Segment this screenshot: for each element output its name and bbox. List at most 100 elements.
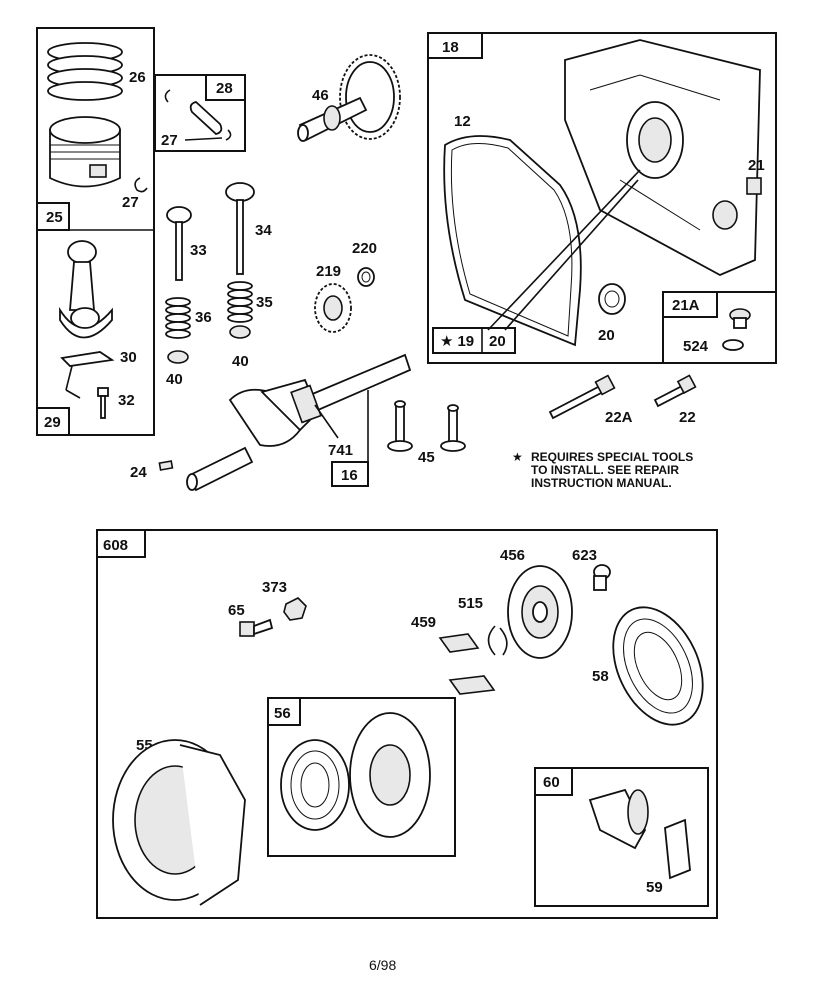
box-21a-label: 21A [672,297,700,314]
spring-58 [612,606,704,726]
label-22a: 22A [605,409,633,426]
box-18-label: 18 [442,39,459,56]
pulley-56 [349,712,431,838]
label-27-a: 27 [161,132,178,149]
breather-plug-21a [729,308,751,329]
label-58: 58 [592,668,609,685]
valve-spring-35 [227,281,253,323]
pin-clip-a [164,89,171,103]
box-28: 28 27 [154,74,246,152]
label-219: 219 [316,263,341,280]
crankshaft [186,353,412,492]
oil-seal-20 [598,283,626,315]
plug-21 [746,177,762,195]
label-46: 46 [312,87,329,104]
bolt-22 [653,374,697,408]
pin-clip-b [225,129,232,141]
label-65: 65 [228,602,245,619]
dogs-459 [438,633,496,695]
crankcase-box: 18 [427,32,777,364]
special-tools-note: ★ REQUIRES SPECIAL TOOLS TO INSTALL. SEE… [512,450,693,490]
page-date-footer: 6/98 [369,957,396,973]
label-21: 21 [748,157,765,174]
box-16-label: 16 [341,467,358,484]
box-19-label: ★19 [440,333,474,350]
label-32: 32 [118,392,135,409]
screw-623 [593,564,611,591]
governor-gear-219 [314,283,352,333]
label-30: 30 [120,349,137,366]
valve-33 [166,206,192,281]
rod-bolt [97,387,109,419]
piston [49,116,121,188]
box-19-20: ★19 20 [432,327,516,354]
rod-bolt-lock [60,351,115,399]
box-28-label: 28 [216,80,233,97]
label-26: 26 [129,69,146,86]
note-line-2: TO INSTALL. SEE REPAIR [531,463,679,477]
label-220: 220 [352,240,377,257]
piston-group-box: 25 29 [36,27,155,436]
box-60: 60 59 [534,767,709,907]
label-35: 35 [256,294,273,311]
box-29-tag [36,407,70,436]
box-19-star: ★ [440,333,453,350]
handle-insert-59 [664,818,691,880]
connecting-rod [59,240,113,339]
handle-60 [588,788,649,850]
label-524: 524 [683,338,709,355]
box-25-tag [36,202,70,231]
piston-rings [47,42,123,101]
rewind-spring-56 [280,739,350,831]
crankcase-cover [564,39,761,276]
label-623: 623 [572,547,597,564]
retainer-40-b [229,325,251,339]
pulley-cam-456 [507,565,573,659]
label-20: 20 [598,327,615,344]
starter-housing-55 [112,739,246,906]
label-34: 34 [255,222,272,239]
nut-373 [283,597,307,621]
piston-pin-clip [134,177,148,193]
piston-pin [189,101,223,135]
label-45: 45 [418,449,435,466]
washer-220 [357,267,375,287]
label-40-a: 40 [166,371,183,388]
valve-34 [225,182,255,275]
label-456: 456 [500,547,525,564]
gasket-12 [443,135,582,347]
label-27-b: 27 [122,194,139,211]
screw-65 [239,618,274,637]
starter-box: 608 [96,529,718,919]
label-40-b: 40 [232,353,249,370]
box-60-label: 60 [543,774,560,791]
box-56: 56 [267,697,456,857]
tappet-45-b [440,404,466,452]
washer-524 [722,339,744,351]
box-19-number: 19 [457,333,474,350]
note-star: ★ [512,450,523,464]
label-24: 24 [130,464,147,481]
label-22: 22 [679,409,696,426]
label-459: 459 [411,614,436,631]
box-56-label: 56 [274,705,291,722]
key-24 [158,460,174,471]
crankshaft-box: 16 [331,390,369,487]
bolt-22a [548,374,616,420]
label-59: 59 [646,879,663,896]
tappet-45-a [387,400,413,452]
box-25-label: 25 [46,209,63,226]
retainer-515 [487,625,508,656]
retainer-40-a [167,350,189,364]
note-line-3: INSTRUCTION MANUAL. [531,476,672,490]
label-36: 36 [195,309,212,326]
box-608-label: 608 [103,537,128,554]
box-29-label: 29 [44,414,61,431]
label-33: 33 [190,242,207,259]
valve-spring-36 [165,297,191,339]
box-20-label: 20 [489,333,506,350]
box-21a: 21A 524 [662,291,777,364]
label-741: 741 [328,442,353,459]
label-373: 373 [262,579,287,596]
